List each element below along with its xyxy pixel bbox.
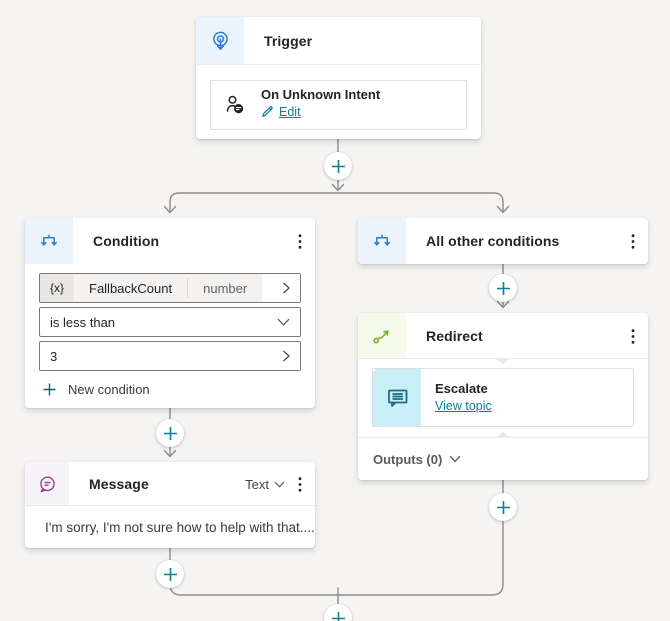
redirect-node-title: Redirect — [426, 328, 483, 344]
operator-value: is less than — [50, 314, 116, 330]
condition-node-title: Condition — [93, 233, 160, 249]
trigger-node-title: Trigger — [264, 33, 313, 49]
plus-icon — [496, 500, 511, 515]
arrowhead-left-branch — [163, 205, 177, 214]
collapse-notch — [496, 359, 510, 364]
pill-divider — [187, 278, 189, 298]
message-body-text[interactable]: I'm sorry, I'm not sure how to help with… — [45, 520, 315, 535]
redirect-menu-button[interactable] — [618, 323, 648, 350]
variable-pill: FallbackCount number — [74, 274, 263, 302]
redirect-node[interactable]: Redirect Escalate View topic — [358, 313, 648, 480]
new-condition-label: New condition — [68, 382, 150, 397]
all-other-conditions-title: All other conditions — [426, 233, 560, 249]
chevron-down-icon — [274, 481, 285, 488]
wire-branch — [169, 192, 504, 213]
outputs-toggle[interactable]: Outputs (0) — [358, 437, 648, 480]
arrowhead-message — [163, 449, 177, 458]
header-divider — [25, 505, 315, 506]
message-node-title: Message — [89, 476, 149, 492]
condition-value-row[interactable]: 3 — [39, 341, 301, 371]
all-other-conditions-node[interactable]: All other conditions — [358, 218, 648, 264]
escalate-topic-icon — [373, 369, 421, 426]
person-chat-icon — [223, 93, 247, 117]
message-node[interactable]: Message Text I'm sorry, I'm not sure how… — [25, 462, 315, 548]
edit-link[interactable]: Edit — [261, 105, 301, 119]
arrowhead-center — [331, 183, 345, 192]
all-other-conditions-menu-button[interactable] — [618, 228, 648, 255]
condition-variable-row[interactable]: {x} FallbackCount number — [39, 273, 301, 303]
trigger-node[interactable]: Trigger On Unknown Intent — [196, 17, 481, 139]
chevron-down-icon — [267, 318, 300, 326]
condition-value: 3 — [50, 348, 58, 364]
trigger-item-title: On Unknown Intent — [261, 86, 381, 102]
message-menu-button[interactable] — [285, 471, 315, 498]
branch-icon — [25, 218, 73, 264]
redirect-topic-title: Escalate — [435, 380, 488, 396]
trigger-item-card[interactable]: On Unknown Intent Edit — [210, 80, 467, 130]
plus-icon — [496, 281, 511, 296]
plus-icon — [331, 611, 346, 621]
message-mode-dropdown[interactable]: Text — [245, 477, 285, 492]
add-node-before-redirect-button[interactable] — [489, 274, 517, 302]
condition-node[interactable]: Condition {x} FallbackCount number is le… — [25, 218, 315, 408]
kebab-menu-icon — [298, 233, 302, 249]
condition-operator-dropdown[interactable]: is less than — [39, 307, 301, 337]
collapse-notch — [496, 432, 510, 437]
redirect-topic-card[interactable]: Escalate View topic — [372, 368, 634, 427]
arrowhead-redirect — [496, 300, 510, 309]
condition-menu-button[interactable] — [285, 228, 315, 255]
variable-badge: {x} — [40, 274, 74, 302]
outputs-label: Outputs (0) — [373, 451, 443, 467]
plus-icon — [163, 426, 178, 441]
branch-icon — [358, 218, 406, 264]
message-mode-label: Text — [245, 476, 269, 492]
all-other-conditions-header: All other conditions — [358, 218, 648, 264]
edit-link-label: Edit — [279, 104, 301, 119]
header-divider — [196, 64, 481, 65]
redirect-node-header: Redirect — [358, 313, 648, 359]
plus-icon — [163, 567, 178, 582]
add-node-before-message-button[interactable] — [156, 419, 184, 447]
plus-icon — [331, 159, 346, 174]
add-node-after-merge-button[interactable] — [324, 604, 352, 621]
add-node-after-redirect-button[interactable] — [489, 493, 517, 521]
view-topic-link[interactable]: View topic — [435, 399, 492, 413]
new-condition-button[interactable]: New condition — [39, 380, 154, 399]
kebab-menu-icon — [298, 476, 302, 492]
arrowhead-right-branch — [496, 205, 510, 214]
redirect-arrow-icon — [358, 313, 406, 359]
kebab-menu-icon — [631, 328, 635, 344]
variable-type: number — [203, 280, 248, 296]
chevron-right-icon — [272, 350, 300, 362]
add-node-after-message-button[interactable] — [156, 560, 184, 588]
chat-bubble-icon — [25, 462, 69, 506]
chevron-down-icon — [449, 455, 461, 463]
chevron-right-icon — [272, 282, 300, 294]
add-node-after-trigger-button[interactable] — [324, 152, 352, 180]
trigger-icon — [196, 17, 244, 65]
header-divider — [358, 358, 648, 359]
condition-node-header: Condition — [25, 218, 315, 264]
wire-merge — [169, 479, 504, 596]
message-node-header: Message Text — [25, 462, 315, 506]
variable-name: FallbackCount — [89, 280, 173, 296]
plus-icon — [43, 383, 56, 396]
trigger-node-header: Trigger — [196, 17, 481, 65]
view-topic-label: View topic — [435, 398, 492, 413]
kebab-menu-icon — [631, 233, 635, 249]
pencil-icon — [261, 105, 274, 118]
